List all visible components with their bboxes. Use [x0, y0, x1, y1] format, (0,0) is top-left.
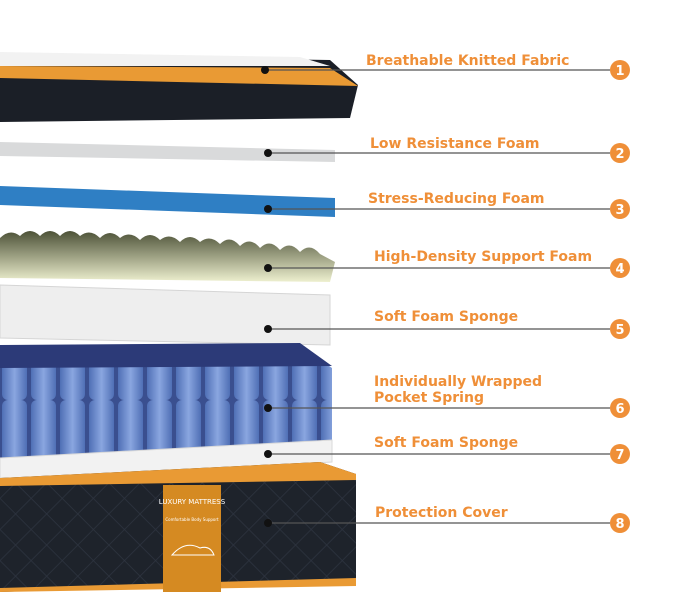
- layer-stress-reducing-foam: [0, 186, 335, 217]
- callout-8: 8 Protection Cover: [264, 505, 630, 533]
- brand-tag-subtitle: Comfortable Body Support: [165, 517, 219, 522]
- callout-label: Breathable Knitted Fabric: [366, 53, 569, 69]
- sleeper-illustration-icon: [170, 544, 215, 556]
- callout-number: 2: [615, 147, 624, 162]
- callout-2: 2 Low Resistance Foam: [264, 136, 630, 163]
- callout-number: 3: [615, 203, 624, 218]
- callout-number: 6: [615, 402, 624, 417]
- callout-label: High-Density Support Foam: [374, 249, 592, 265]
- callout-6: 6 Individually Wrapped Pocket Spring: [264, 374, 630, 418]
- callout-number: 5: [615, 323, 624, 338]
- callout-number: 1: [615, 64, 624, 79]
- layer-pocket-springs: [0, 343, 332, 458]
- brand-tag: [163, 485, 221, 592]
- layer-low-resistance-foam: [0, 142, 335, 162]
- callout-7: 7 Soft Foam Sponge: [264, 435, 630, 464]
- callout-label: Soft Foam Sponge: [374, 435, 518, 451]
- callout-1: 1 Breathable Knitted Fabric: [261, 53, 630, 80]
- brand-tag-title: LUXURY MATTRESS: [159, 498, 226, 506]
- callout-number: 7: [615, 448, 624, 463]
- callout-label: Low Resistance Foam: [370, 136, 540, 152]
- layer-knitted-fabric: [0, 52, 358, 122]
- callout-3: 3 Stress-Reducing Foam: [264, 191, 630, 219]
- callout-label: Protection Cover: [375, 505, 508, 521]
- callout-5: 5 Soft Foam Sponge: [264, 309, 630, 339]
- callout-number: 4: [615, 262, 624, 277]
- layer-protection-cover: LUXURY MATTRESS Comfortable Body Support: [0, 462, 356, 592]
- callout-4: 4 High-Density Support Foam: [264, 249, 630, 278]
- callout-label: Soft Foam Sponge: [374, 309, 518, 325]
- callout-label: Stress-Reducing Foam: [368, 191, 545, 207]
- callout-label-line1: Individually Wrapped: [374, 374, 542, 390]
- layer-high-density-foam: [0, 231, 335, 282]
- callout-number: 8: [615, 517, 624, 532]
- callout-label-line2: Pocket Spring: [374, 390, 484, 406]
- layer-soft-foam-sponge-top: [0, 284, 331, 346]
- layer-soft-foam-sponge-bottom: [0, 439, 333, 481]
